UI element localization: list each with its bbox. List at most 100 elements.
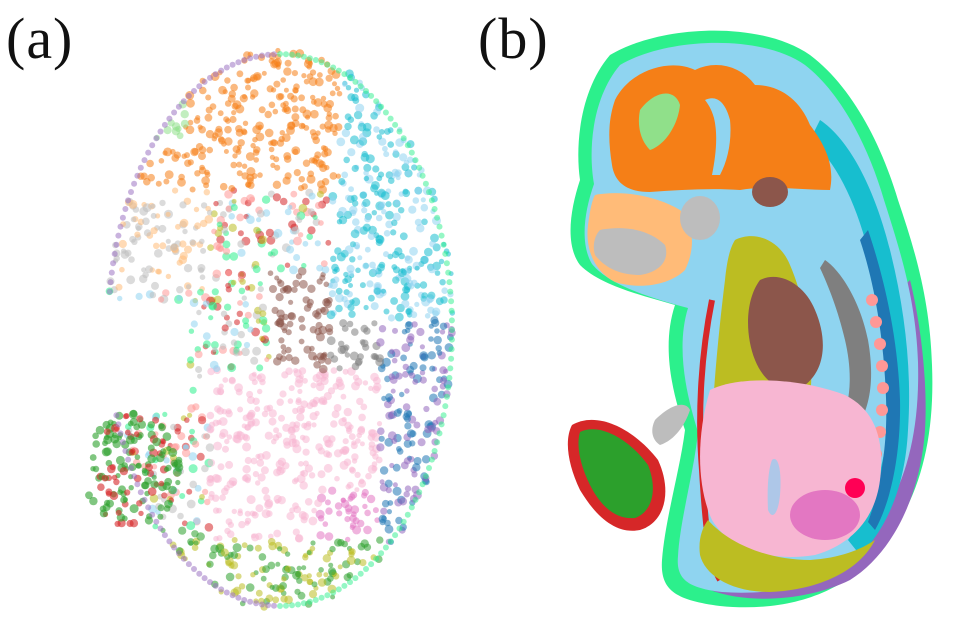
gut-region: [699, 520, 875, 592]
cell-dot: [320, 100, 328, 108]
cell-dot: [203, 189, 210, 196]
cell-dot: [102, 420, 111, 429]
cell-dot: [244, 477, 251, 484]
cell-dot: [150, 227, 158, 235]
cell-dot: [134, 454, 141, 460]
cell-dot: [317, 72, 323, 78]
cell-dot: [197, 288, 204, 296]
cell-dot: [380, 507, 388, 515]
cell-dot: [299, 279, 308, 289]
cell-dot: [324, 499, 331, 506]
cell-dot: [153, 135, 160, 142]
cell-dot: [254, 544, 262, 552]
cell-dot: [189, 480, 197, 489]
cell-dot: [185, 289, 193, 297]
cell-dot: [186, 98, 195, 108]
cell-dot: [297, 232, 304, 238]
cell-dot: [259, 601, 265, 608]
cell-dot: [106, 288, 113, 295]
cell-dot: [257, 388, 263, 395]
cell-dot: [236, 170, 243, 177]
cell-dot: [224, 77, 231, 84]
cell-dot: [318, 485, 327, 494]
cell-dot: [175, 103, 182, 110]
cell-dot: [300, 600, 307, 607]
cell-dot: [376, 421, 383, 427]
cell-dot: [328, 486, 337, 495]
cell-dot: [324, 532, 334, 541]
cell-dot: [357, 255, 363, 261]
cell-dot: [326, 111, 332, 117]
cell-dot: [165, 464, 172, 472]
cell-dot: [199, 494, 205, 500]
cell-dot: [107, 279, 114, 286]
cell-dot: [263, 405, 271, 413]
cell-dot: [310, 382, 317, 389]
cell-dot: [256, 459, 265, 467]
cell-dot: [443, 393, 450, 400]
cell-dot: [318, 220, 324, 226]
cell-dot: [246, 194, 255, 203]
cell-dot: [246, 167, 256, 176]
cell-dot: [306, 174, 316, 184]
cell-dot: [235, 104, 245, 114]
cell-dot: [165, 238, 171, 244]
cell-dot: [252, 149, 260, 156]
cell-dot: [382, 109, 389, 116]
cell-dot: [85, 491, 93, 500]
cell-dot: [225, 410, 233, 418]
cell-dot: [404, 388, 410, 394]
cell-dot: [344, 113, 352, 121]
cell-dot: [192, 517, 201, 525]
cell-dot: [135, 292, 143, 300]
cell-dot: [404, 255, 411, 261]
cell-dot: [371, 432, 381, 442]
cell-dot: [292, 528, 300, 536]
cell-dot: [263, 494, 271, 502]
cell-dot: [433, 335, 442, 345]
cell-dot: [406, 429, 416, 438]
cell-dot: [378, 103, 385, 110]
cell-dot: [380, 191, 390, 201]
cell-dot: [320, 260, 328, 267]
cell-dot: [185, 284, 192, 290]
cell-dot: [319, 123, 326, 130]
cell-dot: [303, 59, 313, 69]
cell-dot: [149, 494, 159, 503]
cell-dot: [193, 540, 199, 546]
cell-dot: [325, 74, 333, 82]
cell-dot: [113, 255, 120, 262]
cell-dot: [368, 92, 375, 99]
limb-inner: [578, 429, 653, 519]
cell-dot: [325, 451, 333, 459]
cell-dot: [302, 448, 310, 456]
cell-dot: [221, 324, 229, 332]
cell-dot: [252, 471, 259, 478]
cell-dot: [448, 317, 455, 324]
cell-dot: [358, 478, 365, 485]
cell-dot: [242, 94, 247, 100]
cell-dot: [195, 143, 204, 151]
cell-dot: [363, 122, 372, 132]
cell-dot: [128, 200, 138, 209]
cell-dot: [438, 258, 445, 265]
cell-dot: [174, 428, 181, 435]
cell-dot: [177, 432, 186, 441]
cell-dot: [421, 455, 431, 464]
cell-dot: [89, 496, 98, 506]
cell-dot: [92, 440, 100, 448]
cell-dot: [291, 70, 298, 77]
cell-dot: [379, 479, 385, 485]
cell-dot: [287, 398, 294, 404]
cell-dot: [225, 572, 235, 582]
cell-dot: [368, 561, 375, 568]
cell-dot: [134, 172, 141, 179]
cell-dot: [333, 449, 343, 458]
cell-dot: [208, 490, 215, 497]
cell-dot: [311, 581, 318, 588]
cell-dot: [408, 205, 417, 214]
cell-dot: [254, 406, 261, 412]
cell-dot: [324, 592, 331, 599]
cell-dot: [222, 252, 231, 261]
cell-dot: [344, 122, 352, 131]
